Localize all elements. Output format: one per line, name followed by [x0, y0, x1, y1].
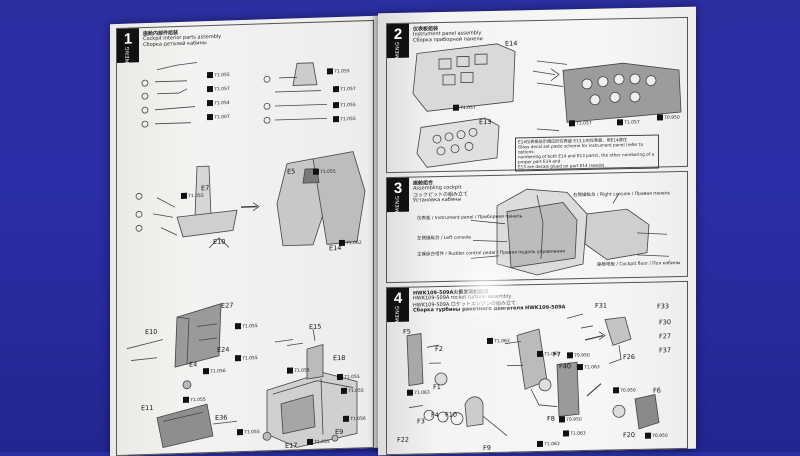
part-label-E5: E5 [287, 167, 296, 176]
part-label-F31: F31 [595, 301, 608, 310]
paint-ref: 71.063 [563, 430, 586, 437]
paint-ref: 71.055 [333, 115, 356, 122]
step2-frame: 2 MENG 仪表板组装 Instrument panel assembly С… [386, 16, 688, 174]
paint-ref: 71.055 [327, 68, 350, 75]
step2-drawings [412, 43, 682, 168]
paint-ref: 71.063 [407, 389, 430, 396]
paint-ref: 71.057 [569, 120, 592, 127]
part-label-E17: E17 [285, 441, 298, 450]
part-label-E9: E9 [335, 427, 344, 437]
paint-ref: 71.055 [207, 71, 230, 78]
step4-drawings [406, 313, 660, 436]
part-label-E10: E10 [145, 327, 158, 337]
paint-ref: 71.056 [203, 368, 226, 375]
part-label-E27: E27 [221, 301, 234, 310]
part-label-F1: F1 [433, 383, 441, 392]
paint-ref: 70.950 [657, 114, 680, 121]
part-label-F10: F10 [445, 410, 458, 419]
paint-ref: 71.057 [617, 119, 640, 126]
part-label-F30: F30 [659, 318, 672, 327]
part-label-F22: F22 [397, 435, 410, 444]
part-label-F26: F26 [623, 352, 636, 362]
part-label-F2: F2 [435, 344, 443, 354]
paint-ref: 71.055 [333, 101, 356, 108]
light-glare [450, 250, 520, 330]
part-label-E7: E7 [201, 184, 210, 193]
paint-ref: 71.055 [235, 355, 258, 362]
step2-note: E14仪表板贴示相应的仪表盘 E13上的仪表盘，用E14遮住 Glass dec… [515, 134, 659, 172]
part-label-F3: F3 [417, 417, 425, 426]
paint-ref: 71.007 [207, 113, 230, 120]
paint-ref: 70.950 [559, 416, 582, 423]
paint-ref: 70.950 [567, 352, 590, 359]
part-label-F4: F4 [431, 411, 439, 420]
paint-ref: 71.063 [577, 364, 600, 371]
paint-ref: 70.950 [613, 387, 636, 394]
paint-ref: 71.063 [537, 441, 560, 448]
paint-ref: 71.055 [337, 373, 360, 380]
paint-ref: 71.056 [343, 415, 366, 422]
right-page: 2 MENG 仪表板组装 Instrument panel assembly С… [378, 6, 696, 456]
part-label-F27: F27 [659, 332, 672, 341]
part-label-E24: E24 [217, 345, 230, 354]
part-label-E11: E11 [141, 403, 154, 413]
part-label-F40: F40 [559, 362, 572, 371]
paint-ref: 71.055 [287, 367, 310, 374]
step1-drawings [126, 62, 366, 449]
part-label-E15: E15 [309, 322, 322, 331]
paint-ref: 71.062 [339, 239, 362, 246]
step3-frame: 3 MENG 座舱组合 Assembling cockpit コックピットの組み… [386, 170, 688, 284]
paint-ref: 71.057 [333, 85, 356, 92]
paint-ref: 71.055 [235, 323, 258, 330]
part-label-E36: E36 [215, 413, 228, 422]
part-label-E13: E13 [479, 117, 492, 127]
paint-ref: 71.055 [313, 168, 336, 175]
paint-ref: 71.063 [537, 351, 560, 358]
part-label-F5: F5 [403, 327, 411, 336]
paint-ref: 71.055 [237, 429, 260, 436]
part-label-E4: E4 [189, 360, 198, 369]
paint-ref: 71.055 [307, 438, 330, 445]
part-label-F33: F33 [657, 302, 670, 311]
paint-ref: 71.055 [341, 387, 364, 394]
paint-ref: 71.063 [487, 338, 510, 345]
part-label-F8: F8 [547, 414, 555, 423]
part-label-F20: F20 [623, 430, 636, 440]
part-label-E18: E18 [333, 353, 346, 363]
paint-ref: 70.950 [645, 432, 668, 439]
step1-frame: 1 MENG 座舱内部件组装 Cockpit interior parts as… [116, 19, 374, 456]
left-page: 1 MENG 座舱内部件组装 Cockpit interior parts as… [110, 15, 378, 456]
paint-ref: 71.055 [181, 192, 204, 199]
paint-ref: 71.055 [183, 396, 206, 403]
step4-frame: 4 MENG HWK109-509A火箭发动机组装 HWK109-509A ro… [386, 280, 688, 456]
paint-ref: 71.054 [207, 99, 230, 106]
paint-ref: 71.057 [453, 104, 476, 111]
part-label-E14: E14 [505, 39, 518, 48]
part-label-F37: F37 [659, 346, 672, 355]
part-label-E10-top: E10 [213, 237, 226, 246]
part-label-F6: F6 [653, 386, 661, 395]
part-label-F9: F9 [483, 443, 491, 453]
step3-caption: 左侧操纵台 / Left console [417, 235, 471, 242]
paint-ref: 71.057 [207, 85, 230, 92]
